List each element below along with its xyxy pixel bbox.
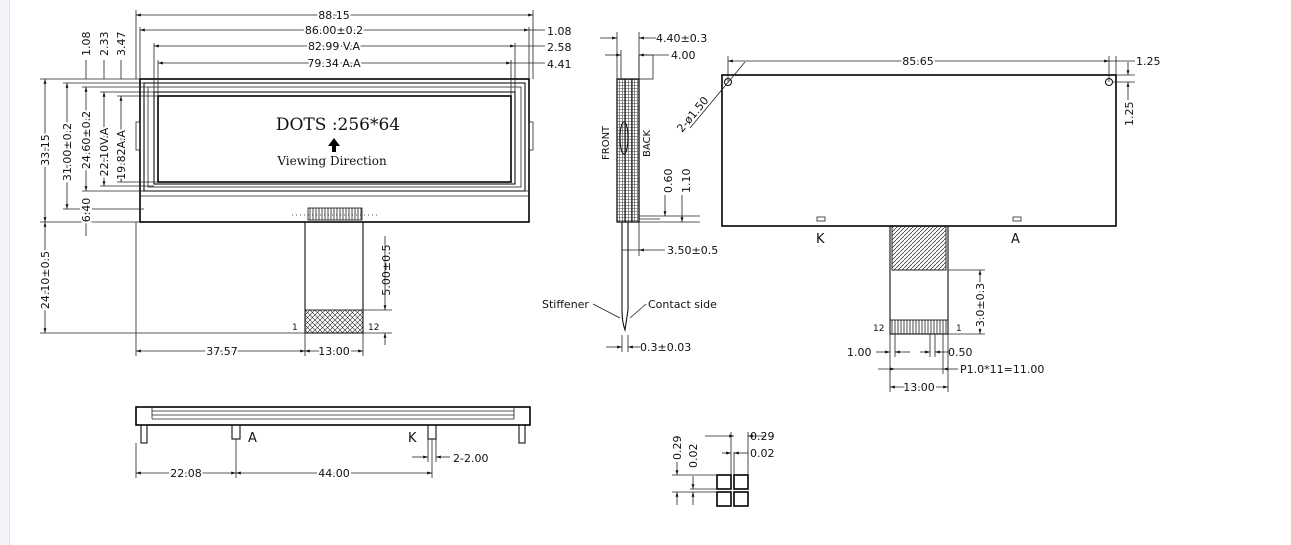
dim-thickness-2: 4.00 [671, 49, 696, 62]
dim-right-offset-3: 4.41 [547, 58, 572, 71]
backlight-pin-a [231, 424, 241, 440]
back-pin-right: 1 [956, 324, 962, 334]
bezel-outer [143, 82, 526, 192]
dim-hole-offset-y: 1.25 [1123, 102, 1136, 127]
page-edge [0, 0, 10, 545]
dim-height-2: 24.60±0.2 [80, 111, 93, 169]
viewing-direction-label: Viewing Direction [276, 154, 387, 168]
pixel-tr [733, 474, 749, 490]
dim-side-2: 1.10 [680, 169, 693, 194]
pin-a-label: A [248, 431, 257, 446]
pin-k-label: K [408, 431, 417, 446]
dim-right-offset-2: 2.58 [547, 41, 572, 54]
mount-leg-right [518, 424, 526, 444]
dim-back-left-offset: 1.00 [847, 346, 872, 359]
dim-fpc-thickness: 0.3±0.03 [640, 341, 691, 354]
dim-pin-width: 2-2.00 [453, 452, 488, 465]
dim-width-outline: 86.00±0.2 [305, 24, 363, 37]
side-lens [619, 121, 629, 155]
back-label: BACK [642, 129, 653, 157]
back-view: K A 12 1 85.65 1.25 1.25 2-ø1.50 3.0±0.3 [674, 53, 1161, 396]
hole-spec: 2-ø1.50 [674, 94, 711, 135]
pixel-tl [716, 474, 732, 490]
a-pad [1012, 216, 1022, 222]
dots-label: DOTS :256*64 [276, 115, 400, 135]
dim-pixel-gap-h: 0.02 [750, 447, 775, 460]
pixel-br [733, 491, 749, 507]
dim-thickness-1: 4.40±0.3 [656, 32, 707, 45]
back-outline [721, 74, 1117, 227]
back-fpc-stiffener [891, 225, 947, 271]
arrow-up-icon [328, 138, 340, 152]
dim-fpc-left-offset: 37.57 [206, 345, 238, 358]
dim-back-pitch: P1.0*11=11.00 [960, 363, 1044, 376]
back-k-label: K [816, 232, 825, 247]
contact-side-label: Contact side [648, 298, 717, 311]
dim-right-offset-1: 1.08 [547, 25, 572, 38]
dim-back-fpc-width: 13.00 [903, 381, 935, 394]
pin-first-label: 1 [292, 323, 298, 333]
bezel-inner [147, 86, 522, 188]
connector-strip [307, 207, 363, 221]
dim-width-aa: 79.34 A.A [307, 57, 361, 70]
dim-fpc-width: 13.00 [318, 345, 350, 358]
dim-top-offset-2: 2.33 [98, 32, 111, 57]
k-pad [816, 216, 826, 222]
dim-top-offset-3: 3.47 [115, 32, 128, 57]
dim-fpc-stiff-len: 5.00±0.5 [380, 244, 393, 295]
dim-pixel-gap-v: 0.02 [687, 444, 700, 469]
dim-bottom-offset-a: 22.08 [170, 467, 202, 480]
dim-pixel-size-h: 0.29 [750, 430, 775, 443]
dim-bottom-offset: 6.40 [80, 198, 93, 223]
dim-hole-offset-x: 1.25 [1136, 55, 1161, 68]
fpc-stiffener [304, 309, 364, 334]
active-area [157, 95, 512, 183]
bottom-outline [135, 406, 531, 426]
fpc-bend [621, 222, 629, 333]
back-pin-left: 12 [873, 324, 884, 334]
dim-top-offset-1: 1.08 [80, 32, 93, 57]
dim-height-outline: 31.00±0.2 [61, 123, 74, 181]
back-a-label: A [1011, 232, 1020, 247]
dim-side-1: 0.60 [662, 169, 675, 194]
side-body [616, 78, 640, 223]
mount-leg-left [140, 424, 148, 444]
bottom-view: A K 22.08 44.00 2-2.00 [135, 406, 531, 482]
dim-height-overall: 33.15 [39, 134, 52, 166]
dim-width-overall: 88.15 [318, 9, 350, 22]
dim-width-va: 82.99 V.A [308, 40, 361, 53]
dim-pixel-size-v: 0.29 [671, 436, 684, 461]
stiffener-label: Stiffener [542, 298, 589, 311]
back-fpc-contacts [889, 319, 949, 335]
dim-fpc-side: 3.50±0.5 [667, 244, 718, 257]
pixel-detail: 0.29 0.02 0.29 0.02 [671, 430, 775, 507]
pin-last-label: 12 [368, 323, 379, 333]
dim-back-pad-width: 0.50 [948, 346, 973, 359]
dim-pin-distance: 44.00 [318, 467, 350, 480]
viewing-area [153, 91, 516, 185]
dim-fpc-length: 24.10±0.5 [39, 251, 52, 309]
front-view: DOTS :256*64 Viewing Direction 1 12 88.1… [37, 7, 572, 360]
side-view: FRONT BACK 4.40±0.3 4.00 0.60 1.10 3.50±… [542, 32, 718, 354]
backlight-pin-k [427, 424, 437, 440]
dim-back-stiff-len: 3.0±0.3 [974, 283, 987, 327]
dim-back-width: 85.65 [902, 55, 934, 68]
pixel-bl [716, 491, 732, 507]
dim-height-aa: 19.82A.A [115, 130, 128, 180]
front-label: FRONT [601, 125, 612, 160]
dim-height-va: 22.10V.A [98, 127, 111, 176]
